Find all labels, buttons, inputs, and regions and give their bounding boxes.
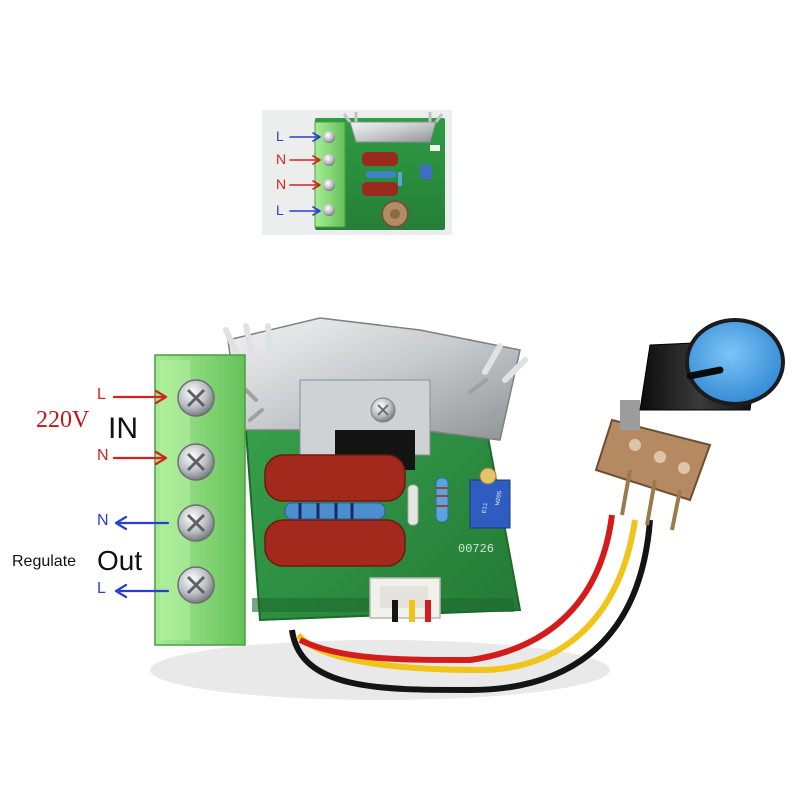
arrow-right-icon (289, 155, 321, 165)
thumbnail-capacitor (362, 182, 398, 196)
input-pin-label: L (97, 386, 106, 403)
thumbnail-pin-label: N (276, 176, 287, 192)
thumbnail-pin-label: L (276, 202, 284, 218)
arrow-left-icon (114, 515, 170, 531)
wire-black (289, 519, 653, 694)
main-pin-arrows (112, 389, 170, 599)
knob-indicator (686, 366, 724, 380)
regulate-label: Regulate (12, 553, 77, 570)
voltage-label: 220V (36, 407, 90, 433)
arrow-right-icon (289, 132, 321, 142)
heatsink (223, 317, 528, 470)
knob-cap (685, 318, 785, 406)
arrow-left-icon (114, 583, 170, 599)
thumbnail-resistor (366, 171, 396, 178)
thumbnail-pin-label: L (276, 128, 284, 144)
pcb-code: 00726 (458, 542, 495, 556)
thumbnail-screw (323, 131, 335, 143)
thumbnail-screw (323, 204, 335, 216)
input-pin-label: N (97, 447, 109, 464)
out-label: Out (97, 545, 143, 576)
shadow (150, 640, 610, 700)
thumbnail-screw (323, 154, 335, 166)
potentiometer (594, 400, 712, 531)
diode (407, 484, 419, 526)
thumbnail-heatsink (349, 121, 437, 143)
screw-slot (186, 513, 206, 533)
thumbnail-capacitor (362, 152, 398, 166)
thumbnail-screw (323, 179, 335, 191)
wire-bundle (289, 514, 653, 694)
output-pin-label: L (97, 580, 106, 597)
arrow-right-icon (289, 206, 321, 216)
resistor (435, 477, 449, 523)
arrow-right-icon (289, 180, 321, 190)
thumbnail-pin-arrows (289, 132, 321, 216)
wire-yellow (295, 519, 638, 674)
capacitor (264, 454, 406, 502)
screw-slot (186, 575, 206, 595)
capacitor (264, 519, 406, 567)
terminal-block (154, 354, 246, 646)
wire-red (298, 514, 615, 664)
thumbnail-pin-label: N (276, 151, 287, 167)
trimmer-pot (469, 479, 511, 529)
screw-slot (186, 452, 206, 472)
arrow-right-icon (112, 389, 168, 405)
in-label: IN (108, 412, 138, 445)
knob (639, 318, 785, 411)
screw-slot (186, 388, 206, 408)
arrow-right-icon (112, 450, 168, 466)
output-pin-label: N (97, 512, 109, 529)
